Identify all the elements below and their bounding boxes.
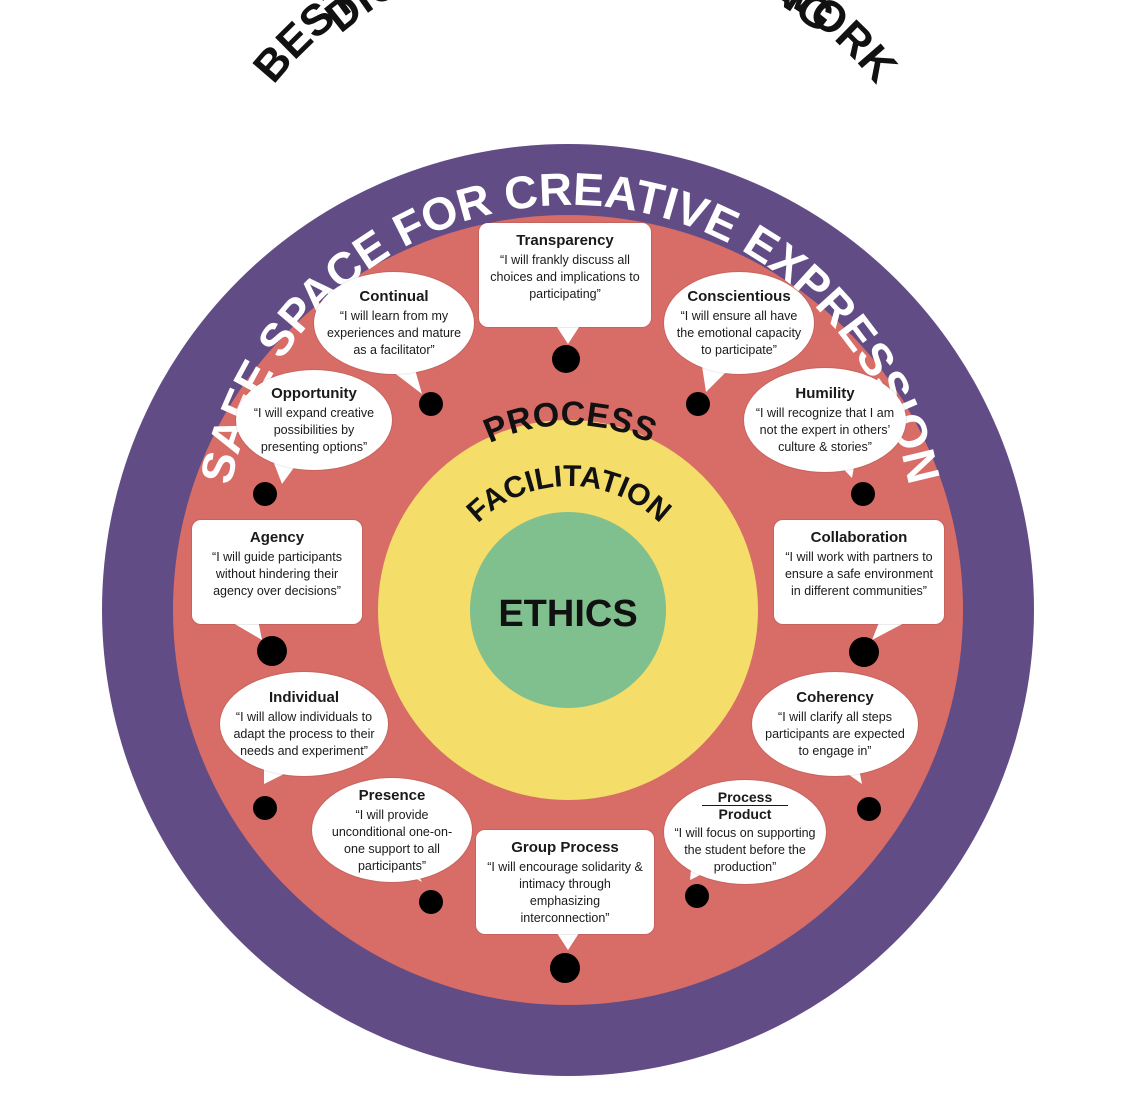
- principle-presence: Presence “I will provide unconditional o…: [312, 778, 472, 882]
- connector-dots: [253, 345, 881, 983]
- tail-transparency: [555, 324, 581, 344]
- principle-quote: “I will focus on supporting the student …: [674, 825, 816, 874]
- principle-opportunity: Opportunity “I will expand creative poss…: [236, 370, 392, 470]
- dot-humility: [851, 482, 875, 506]
- principle-title: Humility: [795, 385, 855, 402]
- principle-title: Continual: [359, 288, 429, 305]
- tail-agency: [228, 620, 262, 640]
- principle-coherency: Coherency “I will clarify all steps part…: [752, 672, 918, 776]
- principle-quote: “I will guide participants without hinde…: [212, 550, 342, 598]
- principle-transparency: Transparency “I will frankly discuss all…: [479, 223, 651, 327]
- tail-group-process: [555, 930, 581, 950]
- dot-agency: [257, 636, 287, 666]
- principle-quote: “I will clarify all steps participants a…: [765, 710, 905, 758]
- principle-title: Presence: [358, 786, 426, 804]
- principle-quote: “I will encourage solidarity & intimacy …: [487, 860, 643, 925]
- principle-quote: “I will work with partners to ensure a s…: [784, 550, 933, 598]
- principle-group-process: Group Process “I will encourage solidari…: [476, 830, 654, 934]
- principle-quote: “I will recognize that I am not the expe…: [755, 406, 895, 454]
- principle-title: Individual: [268, 689, 339, 706]
- tail-collaboration: [872, 620, 910, 640]
- principle-title: Coherency: [796, 689, 874, 706]
- title-line-1: DIGITAL STORYTELLING: [316, 0, 843, 42]
- principle-title: Transparency: [516, 232, 614, 249]
- principle-quote: “I will ensure all have the emotional ca…: [676, 309, 802, 357]
- principle-agency: Agency “I will guide participants withou…: [192, 520, 362, 624]
- principle-humility: Humility “I will recognize that I am not…: [744, 368, 906, 472]
- dot-individual: [253, 796, 277, 820]
- ethics-core: [470, 512, 666, 708]
- principle-title: Group Process: [511, 839, 619, 856]
- principle-title-numerator: Process: [702, 789, 788, 806]
- dot-group-process: [550, 953, 580, 983]
- principle-conscientious: Conscientious “I will ensure all have th…: [664, 272, 814, 374]
- dot-opportunity: [253, 482, 277, 506]
- principle-quote: “I will frankly discuss all choices and …: [490, 253, 640, 301]
- principle-title: Collaboration: [810, 529, 908, 546]
- ethics-core-label: ETHICS: [498, 593, 637, 635]
- principle-title: Conscientious: [687, 288, 791, 305]
- principle-quote: “I will provide unconditional one-on-one…: [331, 807, 453, 873]
- dot-presence: [419, 890, 443, 914]
- principle-continual: Continual “I will learn from my experien…: [314, 272, 474, 374]
- principle-collaboration: Collaboration “I will work with partners…: [774, 520, 944, 624]
- principle-title: Opportunity: [271, 385, 357, 402]
- dot-continual: [419, 392, 443, 416]
- dot-coherency: [857, 797, 881, 821]
- principle-process-product: Process Product “I will focus on support…: [664, 780, 826, 884]
- principle-quote: “I will allow individuals to adapt the p…: [233, 710, 375, 758]
- dot-conscientious: [686, 392, 710, 416]
- dot-collaboration: [849, 637, 879, 667]
- dot-transparency: [552, 345, 580, 373]
- dot-process-product: [685, 884, 709, 908]
- principle-title-denominator: Product: [718, 805, 772, 822]
- title-line-2: BEST PRACTICES FRAMEWORK: [244, 0, 906, 92]
- principle-quote: “I will expand creative possibilities by…: [253, 406, 375, 454]
- principle-quote: “I will learn from my experiences and ma…: [326, 309, 462, 357]
- principle-individual: Individual “I will allow individuals to …: [220, 672, 388, 776]
- principle-title: Agency: [249, 529, 305, 546]
